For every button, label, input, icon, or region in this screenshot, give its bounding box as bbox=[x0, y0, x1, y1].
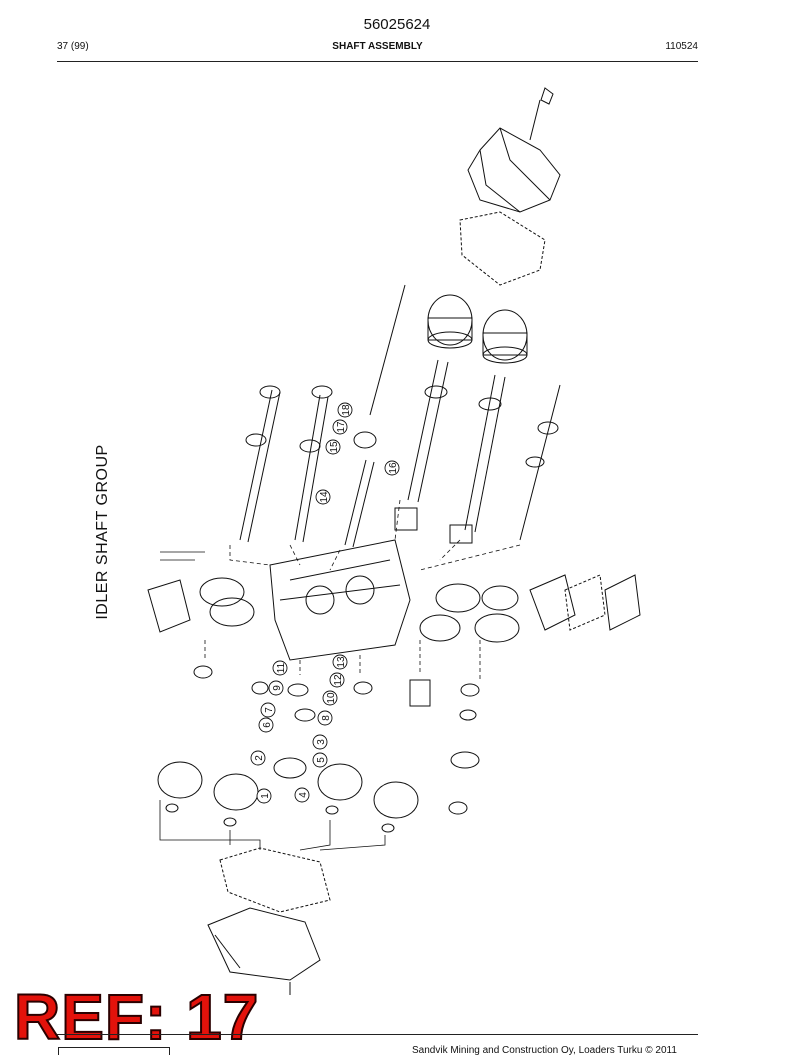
footer-divider bbox=[57, 1034, 698, 1035]
reference-stamp: REF: 17 bbox=[13, 981, 260, 1053]
svg-text:17: 17 bbox=[336, 421, 347, 433]
svg-text:5: 5 bbox=[316, 757, 327, 763]
callout-4: 4 bbox=[294, 787, 310, 803]
svg-text:9: 9 bbox=[272, 685, 283, 691]
callout-7: 7 bbox=[260, 702, 276, 718]
page-header: 37 (99) SHAFT ASSEMBLY 110524 bbox=[57, 41, 698, 55]
lower-gasket bbox=[219, 847, 331, 913]
svg-text:18: 18 bbox=[341, 404, 352, 416]
callout-8: 8 bbox=[317, 710, 333, 726]
svg-text:8: 8 bbox=[321, 715, 332, 721]
callout-11: 11 bbox=[272, 660, 288, 676]
svg-text:6: 6 bbox=[262, 722, 273, 728]
oil-pan bbox=[207, 907, 321, 981]
gear-housing bbox=[269, 539, 411, 661]
svg-text:12: 12 bbox=[333, 674, 344, 686]
callout-9: 9 bbox=[268, 680, 284, 696]
company-logo bbox=[58, 1047, 170, 1055]
callout-3: 3 bbox=[312, 734, 328, 750]
lower-bearings bbox=[193, 665, 480, 815]
svg-text:2: 2 bbox=[254, 755, 265, 761]
callout-13: 13 bbox=[332, 654, 348, 670]
page-reference: 37 (99) bbox=[57, 41, 89, 52]
callout-2: 2 bbox=[250, 750, 266, 766]
header-divider bbox=[57, 61, 698, 62]
clutch-drums bbox=[427, 294, 528, 364]
svg-text:1: 1 bbox=[260, 793, 271, 799]
callout-15: 15 bbox=[325, 439, 341, 455]
bearings bbox=[245, 385, 559, 544]
part-callouts: 1 2 3 4 5 6 7 8 9 10 11 12 13 14 15 16 1… bbox=[250, 402, 400, 804]
lower-drums bbox=[157, 761, 419, 833]
callout-6: 6 bbox=[258, 717, 274, 733]
svg-text:16: 16 bbox=[388, 462, 399, 474]
callout-5: 5 bbox=[312, 752, 328, 768]
svg-text:13: 13 bbox=[336, 656, 347, 668]
svg-text:15: 15 bbox=[329, 441, 340, 453]
callout-1: 1 bbox=[256, 788, 272, 804]
callout-16: 16 bbox=[384, 460, 400, 476]
svg-text:7: 7 bbox=[264, 707, 275, 713]
side-plates bbox=[529, 574, 641, 631]
callout-18: 18 bbox=[337, 402, 353, 418]
top-cover bbox=[467, 87, 561, 213]
svg-text:3: 3 bbox=[316, 739, 327, 745]
shafts bbox=[239, 284, 561, 548]
idler-cover-plate bbox=[147, 579, 191, 633]
svg-text:10: 10 bbox=[326, 692, 337, 704]
callout-10: 10 bbox=[322, 690, 338, 706]
document-number: 56025624 bbox=[363, 16, 431, 33]
section-title: SHAFT ASSEMBLY bbox=[332, 41, 423, 52]
assembly-guides bbox=[204, 499, 521, 680]
svg-text:14: 14 bbox=[319, 491, 330, 503]
oil-pan-guides bbox=[159, 551, 386, 851]
copyright-notice: Sandvik Mining and Construction Oy, Load… bbox=[412, 1045, 677, 1056]
callout-14: 14 bbox=[315, 489, 331, 505]
date-code: 110524 bbox=[665, 41, 698, 52]
svg-text:11: 11 bbox=[276, 662, 287, 673]
gears bbox=[199, 577, 520, 643]
callout-17: 17 bbox=[332, 419, 348, 435]
top-gasket bbox=[459, 211, 546, 286]
callout-12: 12 bbox=[329, 672, 345, 688]
svg-text:4: 4 bbox=[298, 792, 309, 798]
